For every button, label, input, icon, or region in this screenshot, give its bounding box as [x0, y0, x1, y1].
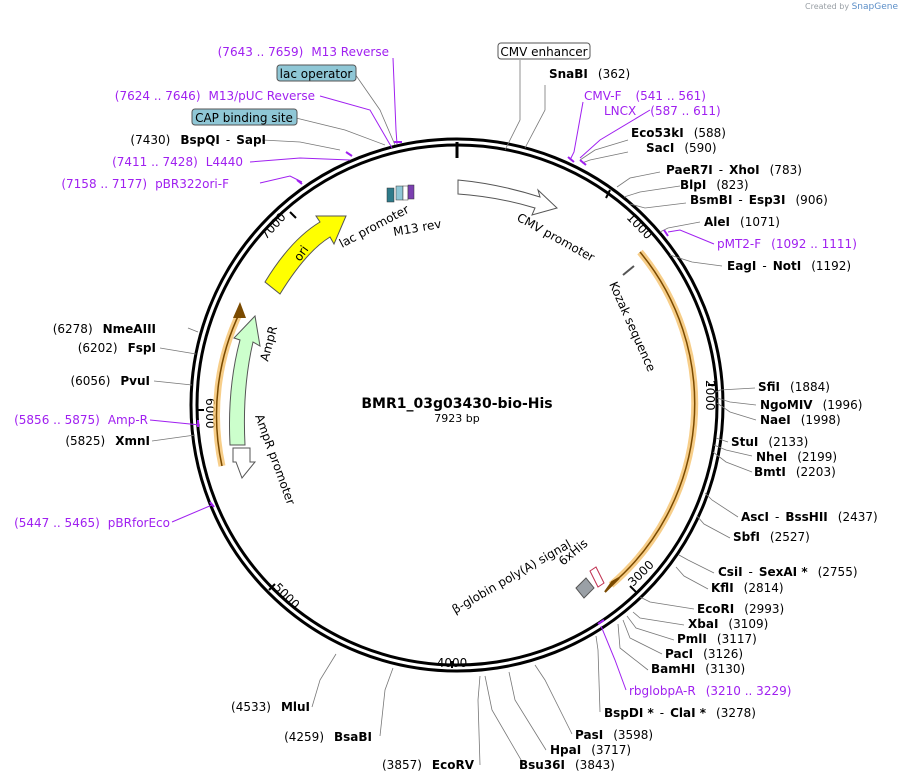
- primer-cmv-f: CMV-F(541 .. 561): [584, 89, 706, 103]
- enzyme-bspqi-sapi: (7430)BspQI-SapI: [130, 133, 266, 147]
- lac-operator-mark: [395, 185, 404, 201]
- primer-pbr322ori-f: (7158 .. 7177)pBR322ori-F: [61, 177, 229, 191]
- ampr-promoter-label: AmpR promoter: [252, 412, 298, 506]
- enzyme-hpai: HpaI(3717): [550, 743, 631, 757]
- plasmid-name: BMR1_03g03430-bio-His: [361, 396, 552, 412]
- enzyme-csii-sexai: CsiI-SexAI *(2755): [718, 565, 858, 579]
- enzyme-labels-right: SnaBI(362) Eco53kI(588) SacI(590) PaeR7I…: [519, 67, 878, 772]
- tick-4000: 4000: [437, 656, 468, 670]
- box-lac-operator: lac operator: [276, 64, 357, 82]
- enzyme-bsabi: (4259)BsaBI: [284, 730, 372, 744]
- cap-site-mark: [402, 185, 409, 201]
- enzyme-pvui: (6056)PvuI: [70, 374, 150, 388]
- enzyme-nmeaiii: (6278)NmeAIII: [53, 322, 156, 336]
- primer-lncx: LNCX(587 .. 611): [604, 104, 721, 118]
- enzyme-pmli: PmlI(3117): [677, 632, 757, 646]
- enzyme-sbfi: SbfI(2527): [733, 530, 810, 544]
- enzyme-snabi: SnaBI(362): [549, 67, 630, 81]
- enzyme-eco53ki: Eco53kI(588): [631, 126, 726, 140]
- kozak-label: Kozak sequence: [606, 280, 658, 374]
- m13-rev-mark: [407, 184, 415, 200]
- primer-m13-reverse: (7643 .. 7659)M13 Reverse: [218, 45, 389, 59]
- tick-5000: 5000: [271, 580, 302, 611]
- primer-l4440: (7411 .. 7428)L4440: [112, 155, 243, 169]
- enzyme-saci: SacI(590): [646, 141, 717, 155]
- tick-1000: 1000: [624, 210, 655, 242]
- primer-m13-puc-reverse: (7624 .. 7646)M13/pUC Reverse: [115, 89, 315, 103]
- cmv-promoter-label: CMV promoter: [515, 210, 597, 264]
- enzyme-ecorv: (3857)EcoRV: [382, 758, 475, 772]
- enzyme-bspdi-clai: BspDI *-ClaI *(3278): [604, 706, 756, 720]
- lac-promoter-mark: [386, 187, 395, 203]
- enzyme-naei: NaeI(1998): [760, 413, 841, 427]
- primer-pmt2-f: pMT2-F(1092 .. 1111): [717, 237, 857, 251]
- tick-7000: 7000: [258, 210, 289, 242]
- enzyme-kfli: KflI(2814): [711, 581, 784, 595]
- ampr-label: AmpR: [257, 325, 280, 363]
- enzyme-paer7i-xhoi: PaeR7I-XhoI(783): [666, 163, 802, 177]
- leader-lines: [151, 60, 757, 766]
- enzyme-labels-left: (3857)EcoRV (4259)BsaBI (4533)MluI (5825…: [53, 133, 475, 772]
- enzyme-xbai: XbaI(3109): [688, 617, 768, 631]
- enzyme-bamhi: BamHI(3130): [651, 662, 745, 676]
- enzyme-xmni: (5825)XmnI: [65, 434, 150, 448]
- enzyme-nhei: NheI(2199): [756, 450, 837, 464]
- ampr-arrow: [228, 314, 261, 446]
- ampr-promoter-arrow: [232, 447, 257, 479]
- enzyme-bmti: BmtI(2203): [754, 465, 836, 479]
- snapgene-logo: SnapGene: [851, 2, 898, 12]
- lac-operator-label: lac operator: [280, 67, 353, 81]
- plasmid-backbone-outer: [189, 137, 725, 673]
- ampr-cds-arc: [215, 311, 241, 467]
- credit-prefix: Created by: [805, 2, 850, 11]
- plasmid-length: 7923 bp: [434, 412, 479, 425]
- enzyme-bsmbi-esp3i: BsmBI-Esp3I(906): [690, 193, 828, 207]
- enzyme-ngomiv: NgoMIV(1996): [760, 398, 862, 412]
- cmv-enhancer-label: CMV enhancer: [500, 45, 587, 59]
- kozak-mark: [622, 265, 635, 276]
- cds-arrowhead: [604, 577, 620, 593]
- ori-arrow: [264, 215, 347, 295]
- cmv-promoter-arrow: [457, 179, 558, 216]
- tick-2000: 2000: [703, 380, 717, 411]
- ampr-cds-arrowhead: [233, 302, 246, 318]
- polyA-signal-label: β-globin poly(A) signal: [450, 537, 574, 617]
- box-cap-binding-site: CAP binding site: [191, 108, 298, 126]
- primer-pbrforeco: (5447 .. 5465)pBRforEco: [14, 516, 170, 530]
- primer-labels: (7643 .. 7659)M13 Reverse (7624 .. 7646)…: [14, 45, 857, 698]
- enzyme-alei: AleI(1071): [704, 215, 780, 229]
- enzyme-stui: StuI(2133): [731, 435, 808, 449]
- enzyme-pasi: PasI(3598): [575, 728, 653, 742]
- polyA-signal-mark: [575, 577, 595, 599]
- enzyme-asci-bsshii: AscI-BssHII(2437): [741, 510, 878, 524]
- primer-rbglobpa-r: rbglobpA-R(3210 .. 3229): [629, 684, 791, 698]
- box-cmv-enhancer: CMV enhancer: [497, 42, 591, 60]
- enzyme-sfii: SfiI(1884): [758, 380, 830, 394]
- enzyme-fspi: (6202)FspI: [78, 341, 156, 355]
- primer-amp-r: (5856 .. 5875)Amp-R: [14, 413, 148, 427]
- cap-binding-site-label: CAP binding site: [195, 111, 293, 125]
- his-tag-mark: [589, 566, 605, 588]
- enzyme-blpi: BlpI(823): [680, 178, 749, 192]
- enzyme-mlui: (4533)MluI: [231, 700, 310, 714]
- primer-ticks: [197, 141, 669, 625]
- enzyme-ecori: EcoRI(2993): [697, 602, 784, 616]
- enzyme-eagi-noti: EagI-NotI(1192): [727, 259, 851, 273]
- cds-arc: [610, 251, 696, 586]
- enzyme-paci: PacI(3126): [665, 647, 743, 661]
- enzyme-bsu36i: Bsu36I(3843): [519, 758, 615, 772]
- snapgene-credit: Created by SnapGene: [805, 2, 898, 12]
